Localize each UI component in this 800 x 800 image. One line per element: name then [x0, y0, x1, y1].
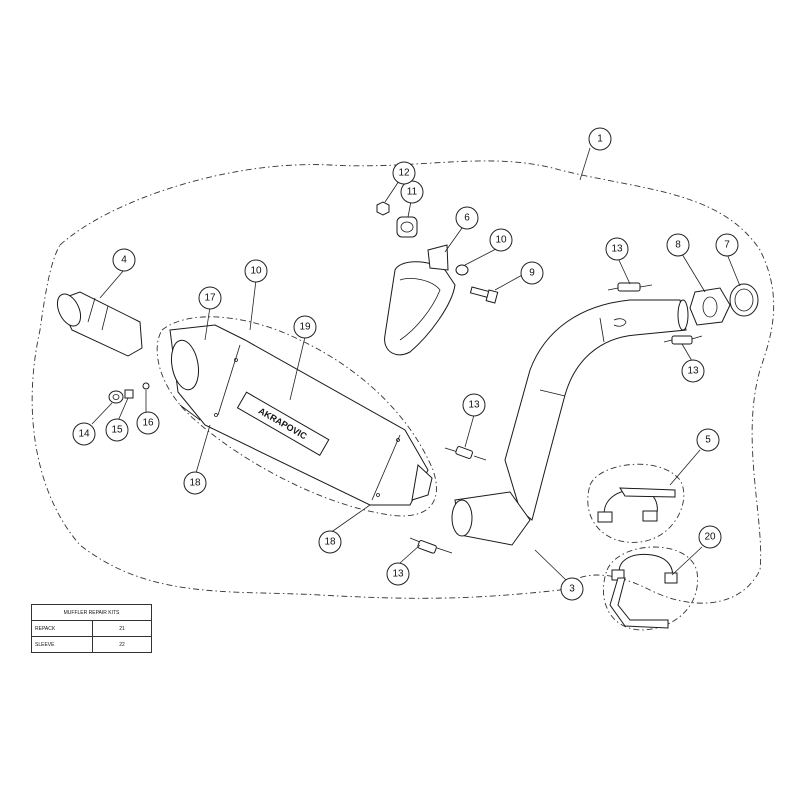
callout-label: 9 [529, 268, 535, 279]
kit-name: REPACK [31, 620, 93, 637]
muffler-boundary [156, 316, 437, 517]
kit-name: SLEEVE [31, 636, 93, 653]
clamp-20-boundary [603, 546, 699, 631]
callout-label: 14 [78, 429, 90, 440]
callout-13-center: 13 [462, 393, 486, 417]
callout-label: 13 [611, 244, 623, 255]
callout-18-left: 18 [183, 471, 207, 495]
clamp-part-5 [597, 487, 676, 523]
gasket-part-7 [729, 283, 759, 317]
rubber-part-11 [396, 216, 418, 238]
nut-part-12 [376, 201, 390, 216]
callout-8: 8 [666, 233, 690, 257]
callout-label: 17 [204, 293, 216, 304]
callout-label: 13 [687, 366, 699, 377]
spring-part-13-right [663, 335, 703, 345]
flange-part-8 [689, 287, 731, 326]
callout-label: 10 [250, 266, 262, 277]
callout-6: 6 [455, 206, 479, 230]
clamp-5-boundary [587, 463, 685, 543]
callout-13-top: 13 [605, 237, 629, 261]
washer-part-14 [108, 390, 124, 404]
callout-label: 5 [705, 435, 711, 446]
assembly-boundary [31, 160, 775, 604]
callout-label: 3 [569, 584, 575, 595]
callout-2: 10 [244, 259, 268, 283]
callout-9: 9 [520, 261, 544, 285]
callout-label: 18 [189, 478, 201, 489]
clamp-part-20 [609, 553, 678, 629]
bolt-part-9 [469, 286, 499, 304]
callout-label: 18 [324, 537, 336, 548]
callout-12: 12 [392, 161, 416, 185]
kit-number: 21 [92, 620, 152, 637]
callout-label: 11 [407, 187, 418, 198]
callout-13-right: 13 [681, 359, 705, 383]
callout-label: 13 [392, 569, 404, 580]
end-cap-part-4 [56, 291, 143, 357]
callout-15: 15 [105, 418, 129, 442]
callout-label: 16 [142, 418, 154, 429]
muffler-repair-kits-table: MUFFLER REPAIR KITS REPACK 21 SLEEVE 22 [31, 604, 152, 653]
callout-14: 14 [72, 422, 96, 446]
leader-lines [91, 147, 741, 581]
callout-4: 4 [112, 248, 136, 272]
callout-label: 8 [675, 240, 681, 251]
callout-label: 15 [111, 425, 123, 436]
spring-part-13-center [444, 446, 487, 461]
callout-label: 10 [495, 235, 507, 246]
callout-1: 1 [588, 127, 612, 151]
ring-part-16 [142, 382, 150, 390]
spring-part-13-lower [409, 537, 453, 554]
callout-18-right: 18 [318, 530, 342, 554]
callout-7: 7 [715, 233, 739, 257]
callout-label: 12 [398, 168, 410, 179]
bracket-part-6 [384, 244, 456, 356]
muffler-part-2: AKRAPOVIC [169, 324, 433, 506]
callout-label: 13 [468, 400, 480, 411]
table-header-row: MUFFLER REPAIR KITS [31, 604, 152, 621]
callout-label: 6 [464, 213, 470, 224]
washer-part-10 [455, 264, 469, 276]
callout-label: 7 [724, 240, 730, 251]
callout-label: 1 [597, 134, 603, 145]
link-pipe-part-3 [451, 299, 689, 546]
callout-label: 20 [704, 532, 716, 543]
callout-label: 19 [299, 322, 311, 333]
callout-17: 17 [198, 286, 222, 310]
table-title: MUFFLER REPAIR KITS [31, 604, 152, 621]
callout-10: 10 [489, 228, 513, 252]
callout-16: 16 [136, 411, 160, 435]
rivet-part-15 [124, 389, 134, 399]
table-row: SLEEVE 22 [31, 636, 152, 653]
callout-13-bottom: 13 [386, 562, 410, 586]
callout-5: 5 [696, 428, 720, 452]
spring-part-13-upper [607, 282, 653, 292]
callout-label: 4 [121, 255, 127, 266]
callout-19: 19 [293, 315, 317, 339]
kit-number: 22 [92, 636, 152, 653]
callout-3: 3 [560, 577, 584, 601]
table-row: REPACK 21 [31, 620, 152, 637]
callout-20: 20 [698, 525, 722, 549]
